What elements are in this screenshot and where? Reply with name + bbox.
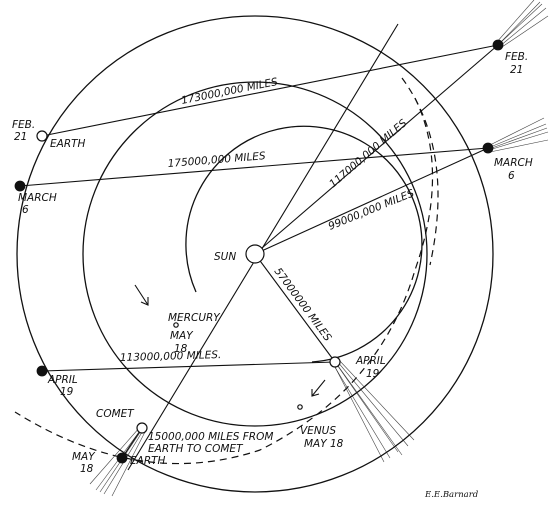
dist-march-sun-comet: 99000,000 MILES	[327, 187, 417, 232]
april-sun-comet-line	[254, 253, 336, 363]
dist-april-earth-comet: 113000,000 MILES.	[120, 349, 222, 364]
sun-label: SUN	[214, 251, 236, 263]
comet-orbit	[14, 97, 434, 465]
dist-may-earth-comet-2: EARTH TO COMET	[148, 443, 244, 455]
march-earth-comet-line	[19, 147, 489, 187]
march-left-label-2: 6	[22, 204, 29, 216]
comet-april	[329, 356, 341, 368]
comet-tail-feb	[495, 0, 549, 48]
comet-direction-arrow	[311, 379, 326, 397]
feb-sun-comet-line	[254, 44, 499, 255]
earth-april	[36, 365, 48, 377]
earth-feb-label: EARTH	[50, 138, 86, 150]
venus	[297, 404, 303, 410]
comet-feb	[492, 39, 504, 51]
feb-right-label-1: FEB.	[505, 51, 528, 63]
dist-may-earth-comet-1: 15000,000 MILES FROM	[148, 431, 273, 443]
venus-may-label: MAY 18	[304, 438, 344, 450]
april-right-label-1: APRIL	[355, 355, 386, 367]
dist-feb-sun-comet: 117000,000 MILES	[327, 117, 409, 190]
may-left-label-1: MAY	[72, 451, 96, 463]
comet-tail-march	[487, 117, 549, 153]
april-left-label-1: APRIL	[47, 374, 78, 386]
april-left-label-2: 19	[60, 386, 74, 398]
dist-april-sun-comet: 57000000 MILES	[272, 266, 334, 344]
comet-tail-may	[89, 426, 147, 497]
feb-right-label-2: 21	[510, 64, 523, 76]
mercury-may-label-1: MAY	[170, 330, 194, 342]
april-earth-comet-line	[41, 361, 336, 372]
comet-march	[482, 142, 494, 154]
march-left-label-1: MARCH	[18, 192, 57, 204]
mercury-may-label-2: 18	[174, 343, 188, 355]
comet-tail-april	[332, 359, 415, 463]
mercury-orbit	[185, 125, 423, 363]
may-left-label-2: 18	[80, 463, 94, 475]
venus-orbit	[82, 81, 428, 427]
comet-label: COMET	[96, 408, 135, 420]
artist-signature: E.E.Barnard	[424, 490, 479, 500]
comet-may	[136, 422, 148, 434]
sun	[245, 244, 265, 264]
earth-march	[14, 180, 26, 192]
april-right-label-2: 19	[366, 368, 380, 380]
may-earth-comet-line	[121, 427, 143, 459]
march-sun-comet-line	[254, 147, 489, 255]
mercury	[173, 322, 179, 328]
earth-orbit	[16, 15, 494, 493]
feb-left-label-1: FEB.	[12, 119, 35, 131]
earth-feb	[36, 130, 48, 142]
venus-label: VENUS	[300, 425, 336, 437]
mercury-label: MERCURY	[168, 312, 221, 324]
comet-orbit-inner	[401, 77, 439, 266]
march-right-label-1: MARCH	[494, 157, 533, 169]
feb-earth-comet-line	[41, 44, 499, 137]
feb-left-label-2: 21	[14, 131, 27, 143]
march-right-label-2: 6	[508, 170, 515, 182]
mercury-direction-arrow	[134, 284, 149, 306]
earth-may	[116, 452, 128, 464]
earth-may-label: EARTH	[130, 455, 166, 467]
